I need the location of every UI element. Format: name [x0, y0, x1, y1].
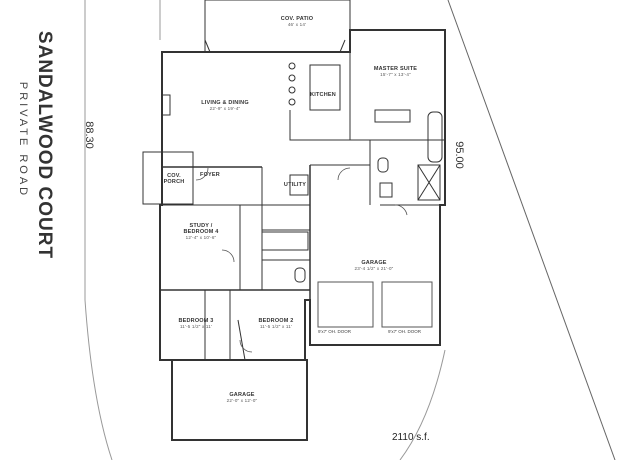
washer	[379, 182, 393, 198]
door-note-right: 9'x7' OH. DOOR	[388, 329, 421, 334]
kitchen-island	[309, 64, 341, 111]
utility-box	[289, 174, 309, 196]
room-cov-porch: COV. PORCH	[163, 173, 185, 185]
street-name-label: SANDALWOOD COURT	[34, 30, 55, 260]
shower	[417, 164, 441, 201]
private-road-label: PRIVATE ROAD	[17, 81, 29, 199]
lot-dimension-left: 88.30	[83, 121, 95, 149]
garage-door-left	[317, 281, 374, 328]
porch-outline	[142, 151, 194, 205]
door-note-left: 9'x7' OH. DOOR	[318, 329, 351, 334]
room-kitchen: KITCHEN	[310, 92, 336, 98]
lot-line-left	[84, 0, 113, 460]
lower-garage-outline	[171, 359, 308, 441]
toilet-master	[377, 157, 389, 173]
lot-line-bottom-right	[399, 349, 446, 460]
square-footage-label: 2110 s.f.	[392, 432, 430, 443]
tub	[427, 111, 443, 163]
garage-door-right	[381, 281, 433, 328]
lot-line-right	[447, 0, 616, 460]
vanity-master	[374, 109, 411, 123]
hall-tub	[261, 231, 309, 251]
fireplace	[162, 94, 171, 116]
hall-toilet	[294, 267, 306, 283]
lot-dimension-right: 95.00	[453, 141, 465, 169]
kitchen-counter	[289, 110, 350, 141]
room-utility: UTILITY	[283, 182, 307, 188]
room-foyer: FOYER	[200, 172, 220, 178]
